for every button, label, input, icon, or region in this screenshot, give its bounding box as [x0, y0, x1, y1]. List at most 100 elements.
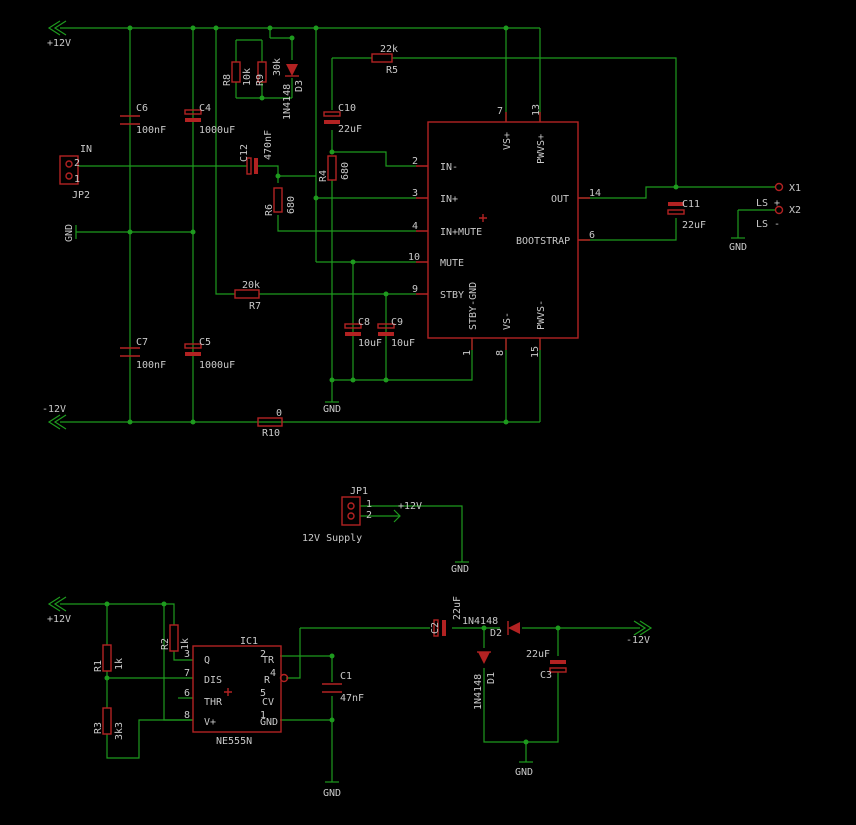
- resistor-r7: [234, 289, 260, 299]
- ls-minus-label: LS -: [756, 219, 780, 230]
- c6-ref: C6: [136, 103, 148, 114]
- ic-pin-num-mute: 10: [408, 252, 420, 263]
- ic1-pin-num-r: 4: [270, 668, 276, 679]
- ic-pin-name-mute: MUTE: [440, 258, 464, 269]
- r6-value: 680: [286, 196, 297, 214]
- ic1-pin-name-tr: TR: [262, 655, 275, 666]
- c8-ref: C8: [358, 317, 370, 328]
- net-label-m12-bot: -12V: [626, 635, 650, 646]
- r2-value: 1k: [180, 638, 191, 650]
- x2-ref: X2: [789, 205, 801, 216]
- gnd-label-jp2: GND: [64, 224, 75, 242]
- cap-c11: [667, 202, 685, 215]
- resistor-r9: [257, 61, 267, 83]
- ic-pin-num-stby: 9: [412, 284, 418, 295]
- resistor-r8: [231, 61, 241, 83]
- ic-pin-name-in-plus: IN+: [440, 194, 458, 205]
- r9-value: 30k: [272, 58, 283, 76]
- c5-value: 1000uF: [199, 360, 235, 371]
- cap-c2: [433, 619, 446, 637]
- c12-ref: C12: [239, 144, 250, 162]
- power-rail-m12-bot: -12V: [626, 620, 653, 646]
- gnd-label-555: GND: [323, 788, 341, 799]
- diode-d2: [507, 621, 520, 635]
- c10-ref: C10: [338, 103, 356, 114]
- r1-ref: R1: [93, 660, 104, 672]
- r9-ref: R9: [255, 74, 266, 86]
- supply-wires: [60, 505, 640, 782]
- d2-ref: D2: [490, 628, 502, 639]
- terminal-x2: [774, 205, 784, 215]
- c12-value: 470nF: [263, 130, 274, 160]
- ic1-part: NE555N: [216, 736, 252, 747]
- net-label-p12-top: +12V: [47, 38, 71, 49]
- r7-ref: R7: [249, 301, 261, 312]
- c3-value: 22uF: [526, 649, 550, 660]
- ic1-pin-num-dis: 7: [184, 668, 190, 679]
- c9-value: 10uF: [391, 338, 415, 349]
- c10-value: 22uF: [338, 124, 362, 135]
- ic-pin-num-in-plus: 3: [412, 188, 418, 199]
- ic-pin-name-stby-gnd: STBY-GND: [468, 282, 479, 330]
- d1-ref: D1: [486, 672, 497, 684]
- gnd-label-ls: GND: [729, 242, 747, 253]
- gnd-label-inverter: GND: [515, 767, 533, 778]
- resistor-r5: [371, 53, 393, 63]
- c4-value: 1000uF: [199, 125, 235, 136]
- ic-pin-num-pwvs-plus: 13: [531, 104, 542, 116]
- terminal-x1: [774, 182, 784, 192]
- diode-d1: [477, 651, 491, 664]
- power-rail-p12-bot: +12V: [47, 596, 71, 625]
- c9-ref: C9: [391, 317, 403, 328]
- ic1-pin-name-q: Q: [204, 655, 210, 666]
- cap-c12: [246, 157, 258, 175]
- ic1-pin-num-gnd: 1: [260, 710, 266, 721]
- cap-c4: [184, 109, 202, 122]
- cap-c3: [549, 660, 567, 673]
- net-label-p12-bot: +12V: [47, 614, 71, 625]
- c11-ref: C11: [682, 199, 700, 210]
- jp1-pin2: 2: [366, 510, 372, 521]
- timer-ic-body: [192, 645, 289, 733]
- r3-value: 3k3: [114, 722, 125, 740]
- c1-ref: C1: [340, 671, 352, 682]
- cap-c1: [322, 683, 342, 693]
- ic-pin-name-pwvs-minus: PWVS-: [536, 300, 547, 330]
- ic1-pin-name-thr: THR: [204, 697, 223, 708]
- ic1-ref: IC1: [240, 636, 258, 647]
- power-rail-m12-top: -12V: [42, 404, 67, 430]
- c3-ref: C3: [540, 670, 552, 681]
- ic-pin-num-vs-plus: 7: [497, 106, 503, 117]
- d1-value: 1N4148: [473, 674, 484, 710]
- r6-ref: R6: [264, 204, 275, 216]
- jp2-pin2: 2: [74, 158, 80, 169]
- ic-pin-num-out: 14: [589, 188, 601, 199]
- c4-ref: C4: [199, 103, 211, 114]
- r3-ref: R3: [93, 722, 104, 734]
- ic-pin-num-pwvs-minus: 15: [530, 346, 541, 358]
- c8-value: 10uF: [358, 338, 382, 349]
- c6-value: 100nF: [136, 125, 166, 136]
- c11-value: 22uF: [682, 220, 706, 231]
- r8-value: 10k: [242, 68, 253, 86]
- d3-value: 1N4148: [282, 84, 293, 120]
- resistor-r4: [327, 155, 337, 181]
- r2-ref: R2: [160, 638, 171, 650]
- jp2-pin1: 1: [74, 174, 80, 185]
- cap-c10: [323, 111, 341, 124]
- resistor-r3: [102, 707, 112, 735]
- ic1-pin-name-r: R: [264, 675, 271, 686]
- cap-c8: [344, 323, 362, 336]
- gnd-label-amp: GND: [323, 404, 341, 415]
- net-label-m12-top: -12V: [42, 404, 66, 415]
- ic1-pin-name-vplus: V+: [204, 717, 216, 728]
- c7-value: 100nF: [136, 360, 166, 371]
- r10-ref: R10: [262, 428, 280, 439]
- ic-pin-name-in-mute: IN+MUTE: [440, 227, 482, 238]
- r4-value: 680: [340, 162, 351, 180]
- r5-value: 22k: [380, 44, 398, 55]
- jp2-title: IN: [80, 144, 92, 155]
- diode-d3: [285, 64, 299, 77]
- ic1-pin-num-q: 3: [184, 649, 190, 660]
